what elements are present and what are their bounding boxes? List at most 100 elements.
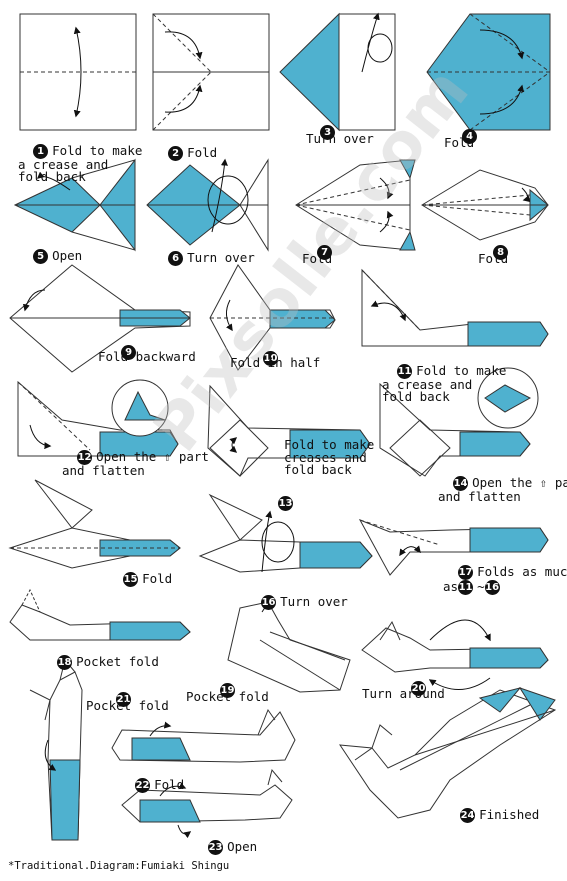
step-7-number: 7 — [302, 232, 336, 260]
step-19-figure — [227, 599, 351, 693]
step-5-figure — [13, 158, 136, 252]
step-number-badge: 22 — [135, 777, 151, 793]
step-caption: Fold to make a crease and fold back — [382, 362, 507, 404]
step-1-figure — [19, 13, 137, 131]
step-24-figure — [339, 687, 557, 819]
step-caption: Pocket fold — [76, 653, 159, 669]
step-8-figure — [421, 169, 549, 241]
step-ref-badge: 16 — [484, 579, 500, 595]
step-number-badge: 18 — [57, 654, 73, 670]
step-18-figure — [9, 588, 191, 641]
step-21-caption: Pocket fold — [86, 698, 169, 713]
step-8-caption: Fold — [478, 251, 509, 266]
step-3-number: 3 — [305, 112, 339, 140]
step-15-figure — [8, 479, 181, 569]
step-4-caption: Fold — [444, 135, 475, 150]
step-caption: Turn over — [280, 593, 348, 609]
step-ref-separator: ~ — [477, 578, 485, 594]
step-number-badge: 20 — [411, 680, 427, 696]
step-13-number: 13 — [263, 483, 297, 511]
step-10-number: 10 — [248, 338, 282, 366]
step-19-number: 19 — [205, 670, 239, 698]
step-7-caption: Fold — [302, 251, 333, 266]
step-number-badge: 8 — [493, 244, 509, 260]
step-caption: Fold to make a crease and fold back — [18, 142, 143, 184]
step-12-figure — [17, 379, 179, 457]
step-7-figure — [295, 159, 416, 251]
step-number-badge: 24 — [460, 807, 476, 823]
step-number-badge: 4 — [462, 128, 478, 144]
step-number-badge: 1 — [33, 143, 49, 159]
step-9-caption: Fold backward — [98, 349, 196, 364]
step-number-badge: 19 — [220, 682, 236, 698]
step-number-badge: 3 — [320, 124, 336, 140]
step-20-figure — [361, 619, 549, 690]
step-10-caption: Fold in half — [230, 355, 321, 370]
step-8-number: 8 — [478, 232, 512, 260]
step-number-badge: 12 — [77, 449, 93, 465]
step-number-badge: 21 — [116, 691, 132, 707]
step-2-figure — [152, 13, 270, 131]
step-number-badge: 9 — [121, 344, 137, 360]
step-ref-badge: 11 — [458, 579, 474, 595]
step-number-badge: 13 — [278, 495, 294, 511]
credit-line: *Traditional.Diagram:Fumiaki Shingu — [8, 860, 230, 872]
step-10-figure — [209, 264, 336, 371]
step-9-number: 9 — [106, 332, 140, 360]
step-caption: Fold — [154, 776, 185, 792]
step-number-badge: 23 — [208, 839, 224, 855]
step-number-badge: 7 — [317, 244, 333, 260]
step-4-number: 4 — [447, 116, 481, 144]
step-caption: Finished — [479, 806, 540, 822]
step-9-figure — [9, 264, 191, 373]
step-21-number: 21 — [101, 679, 135, 707]
step-caption: Open the ⇧ part and flatten — [62, 448, 209, 478]
step-caption: Fold — [187, 144, 218, 160]
step-11-figure — [361, 268, 549, 347]
step-6-figure — [146, 158, 269, 252]
step-caption: Open — [227, 838, 258, 854]
step-number-badge: 17 — [458, 564, 474, 580]
step-17-figure — [358, 519, 549, 576]
step-21-figure — [29, 658, 83, 841]
step-number-badge: 16 — [261, 594, 277, 610]
step-number-badge: 10 — [263, 350, 279, 366]
step-3-caption: Turn over — [306, 131, 374, 146]
step-caption: Open the ⇧ part and flatten — [438, 474, 567, 504]
step-3-figure — [279, 12, 396, 132]
step-20-number: 20 — [396, 668, 430, 696]
step-16-figure — [198, 493, 373, 573]
step-4-figure — [426, 13, 551, 131]
step-19-caption: Pocket fold — [186, 689, 269, 704]
step-22-figure — [111, 708, 296, 763]
step-20-caption: Turn around — [362, 686, 445, 701]
step-number-badge: 15 — [123, 571, 139, 587]
step-number-badge: 5 — [33, 248, 49, 264]
step-number-badge: 11 — [397, 363, 413, 379]
step-number-badge: 14 — [453, 475, 469, 491]
step-23-figure — [121, 768, 293, 839]
step-number-badge: 6 — [168, 250, 184, 266]
step-caption: Open — [52, 247, 83, 263]
step-number-badge: 2 — [168, 145, 184, 161]
step-14-figure — [379, 367, 539, 477]
step-13-figure — [207, 384, 371, 477]
step-13-caption: Fold to make creases and fold back — [284, 437, 375, 477]
step-caption: Turn over — [187, 249, 255, 265]
step-caption: Fold — [142, 570, 173, 586]
